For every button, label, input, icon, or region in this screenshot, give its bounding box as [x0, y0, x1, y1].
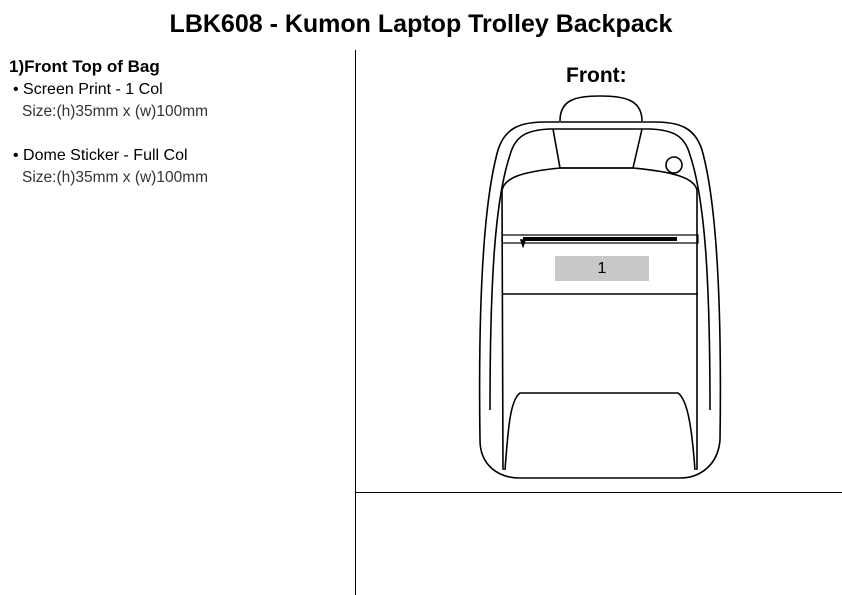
outer-body: [478, 121, 722, 479]
spec-item-size: Size:(h)35mm x (w)100mm: [22, 169, 209, 186]
decoration-spec: 1)Front Top of Bag • Screen Print - 1 Co…: [9, 57, 208, 187]
side-seam: [489, 128, 711, 411]
section-heading: 1)Front Top of Bag: [9, 57, 160, 76]
front-pocket-left: [501, 189, 504, 471]
handle: [559, 95, 643, 122]
column-divider: [355, 50, 356, 595]
lower-pocket: [504, 392, 696, 471]
document-title: LBK608 - Kumon Laptop Trolley Backpack: [169, 10, 673, 38]
spec-label: Dome Sticker - Full Col: [23, 147, 188, 164]
view-label: Front:: [566, 64, 627, 87]
row-divider: [355, 492, 842, 493]
spec-item-size: Size:(h)35mm x (w)100mm: [22, 103, 209, 120]
spec-item-label: • Screen Print - 1 Col: [13, 81, 163, 98]
spec-item-label: • Dome Sticker - Full Col: [13, 147, 188, 164]
front-pocket-right: [501, 167, 698, 470]
zipper-band: [501, 234, 699, 244]
spec-label: Screen Print - 1 Col: [23, 81, 163, 98]
top-panel: [552, 128, 643, 169]
print-area-marker: 1: [555, 256, 649, 281]
dome-button: [665, 156, 683, 174]
zipper-pull: [519, 239, 527, 249]
